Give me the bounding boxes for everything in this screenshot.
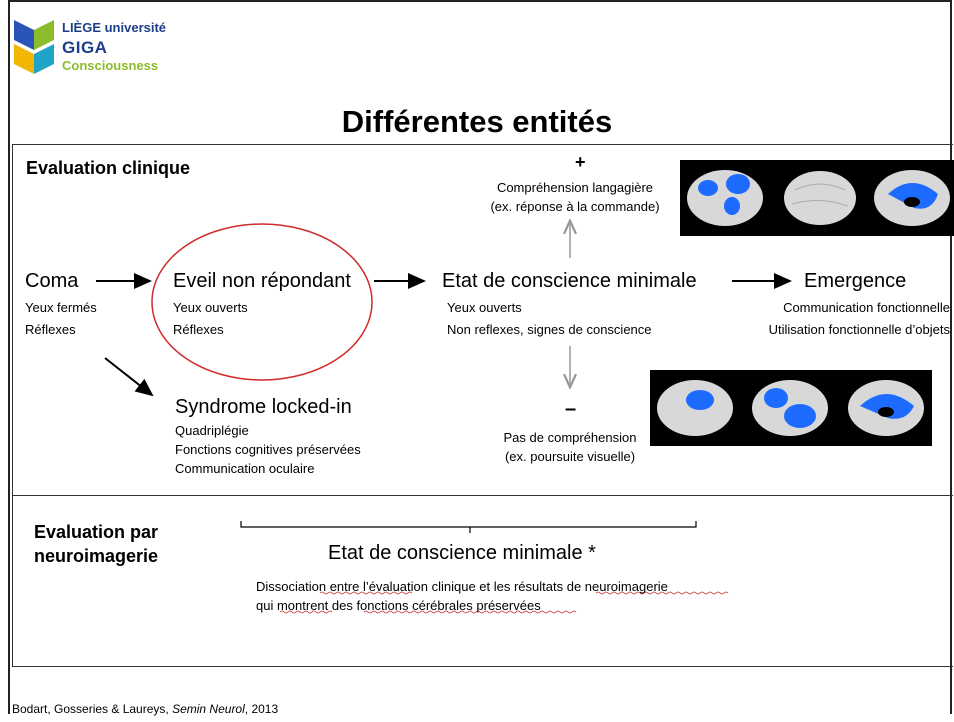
arrow-coma-locked <box>104 357 154 397</box>
minus-text-2: (ex. poursuite visuelle) <box>504 449 636 464</box>
minus-text-1: Pas de compréhension <box>503 430 637 445</box>
locked-in-line1: Quadriplégie <box>175 423 249 438</box>
giga-logo-icon <box>14 20 54 74</box>
eveil-line1: Yeux ouverts <box>173 300 248 315</box>
locked-in-line2: Fonctions cognitives préservées <box>175 442 361 457</box>
ecm-line2: Non reflexes, signes de conscience <box>447 322 652 337</box>
imaging-bracket <box>240 521 697 533</box>
plus-text-1: Compréhension langagière <box>496 180 654 195</box>
slide-frame <box>8 0 952 714</box>
plus-sign: + <box>575 152 586 172</box>
logo-university: LIÈGE université <box>62 20 167 35</box>
coma-line2: Réflexes <box>25 322 76 337</box>
locked-in-title: Syndrome locked-in <box>175 396 352 418</box>
brain-images-bottom <box>650 370 932 446</box>
highlight-circle <box>151 223 373 381</box>
logo-consciousness: Consciousness <box>62 58 159 73</box>
emergence-line2: Utilisation fonctionnelle d’objets <box>768 322 950 337</box>
citation: Bodart, Gosseries & Laureys, Semin Neuro… <box>12 702 279 716</box>
imaging-label-2: neuroimagerie <box>34 546 159 566</box>
plus-text-2: (ex. réponse à la commande) <box>490 199 660 214</box>
minus-sign: – <box>565 398 577 420</box>
imaging-text-1: Dissociation entre l’évaluation clinique… <box>256 579 668 594</box>
brain-images-top <box>680 160 954 236</box>
imaging-section-box <box>12 495 953 667</box>
imaging-text-2: qui montrent des fonctions cérébrales pr… <box>256 598 541 613</box>
ecm-line1: Yeux ouverts <box>447 300 522 315</box>
locked-in-line3: Communication oculaire <box>175 461 315 476</box>
eveil-title: Eveil non répondant <box>173 270 351 292</box>
emergence-line1: Communication fonctionnelle <box>783 300 950 315</box>
imaging-title: Etat de conscience minimale * <box>328 542 596 564</box>
slide-title: Différentes entités <box>341 104 613 139</box>
clinical-label: Evaluation clinique <box>26 158 191 178</box>
imaging-label-1: Evaluation par <box>34 522 159 542</box>
ecm-title: Etat de conscience minimale <box>442 270 697 292</box>
eveil-line2: Réflexes <box>173 322 224 337</box>
logo-giga: GIGA <box>62 38 108 57</box>
coma-title: Coma <box>25 270 79 292</box>
coma-line1: Yeux fermés <box>25 300 97 315</box>
emergence-title: Emergence <box>804 270 907 292</box>
